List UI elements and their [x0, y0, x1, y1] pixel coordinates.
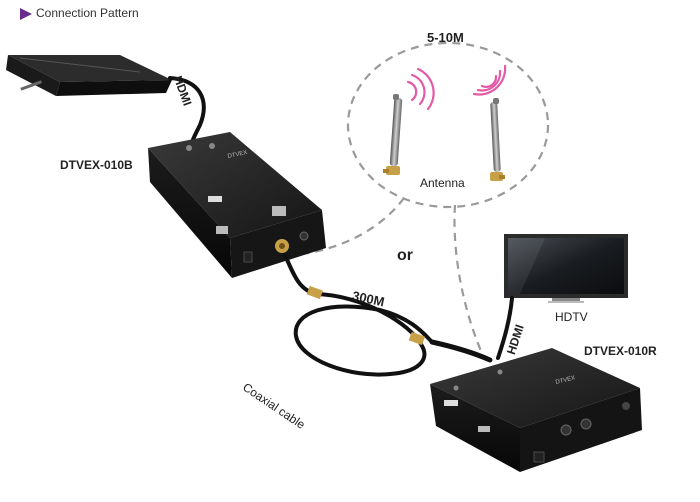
signal-waves-right-icon — [472, 64, 507, 96]
game-console-icon — [6, 55, 172, 96]
antenna-label: Antenna — [420, 176, 465, 190]
svg-text:DTVEX: DTVEX — [555, 375, 576, 386]
or-label: or — [397, 247, 413, 264]
hdmi-cable-bottom — [496, 296, 514, 360]
antenna-right-icon — [490, 98, 505, 181]
page-title: Connection Pattern — [36, 6, 139, 20]
hdtv-icon — [504, 234, 628, 303]
range-label: 5-10M — [427, 30, 464, 45]
transmitter-device-icon: DTVEX — [148, 132, 326, 278]
wireless-link-tx-line — [294, 197, 405, 257]
coaxial-cable-icon — [283, 253, 493, 377]
wireless-range-ellipse — [346, 41, 550, 209]
transmitter-label: DTVEX-010B — [60, 158, 133, 172]
antenna-left-icon — [383, 94, 403, 175]
hdtv-label: HDTV — [555, 310, 588, 324]
wireless-link-rx-line — [453, 204, 486, 361]
svg-text:DTVEX: DTVEX — [227, 150, 248, 160]
header-triangle-icon — [20, 8, 32, 20]
receiver-device-icon: DTVEX — [430, 348, 642, 472]
receiver-label: DTVEX-010R — [584, 344, 657, 358]
signal-waves-left-icon — [406, 67, 435, 111]
